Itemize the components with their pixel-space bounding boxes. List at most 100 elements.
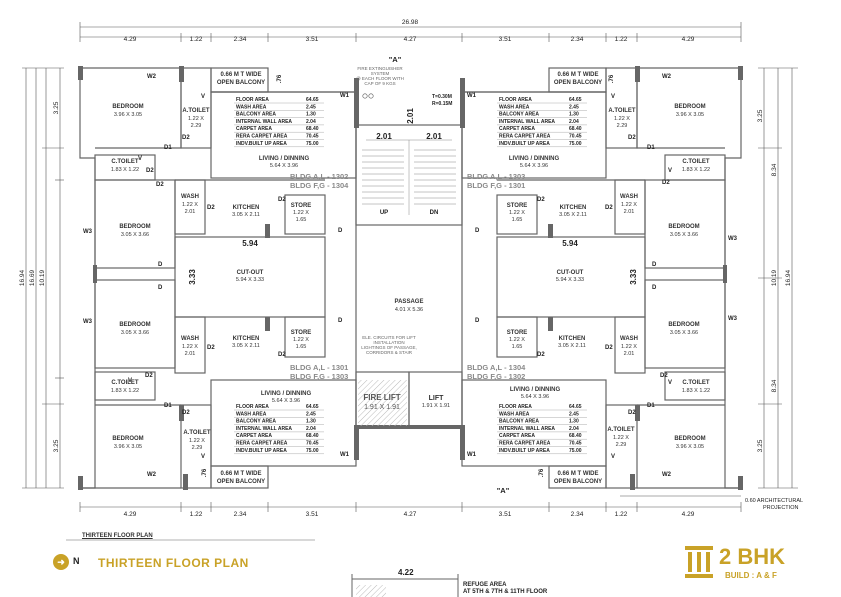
table-row-label: FLOOR AREA <box>236 97 269 103</box>
svg-text:D: D <box>338 228 343 234</box>
lift-dim: 1.91 X 1.91 <box>422 403 450 409</box>
svg-text:D2: D2 <box>145 373 153 379</box>
svg-text:D: D <box>475 228 480 234</box>
svg-text:1.22 X: 1.22 X <box>613 435 629 441</box>
table-row-value: 2.45 <box>306 104 316 110</box>
dim-top-4: 3.51 <box>306 36 319 43</box>
table-row-label: INDV.BUILT UP AREA <box>499 448 550 454</box>
svg-text:WASH: WASH <box>181 194 199 200</box>
svg-text:W1: W1 <box>467 452 477 458</box>
svg-text:CAP OF 9 KGS: CAP OF 9 KGS <box>364 81 395 86</box>
dim-right-top: 3.25 <box>757 109 764 122</box>
stair-dn: DN <box>430 210 439 216</box>
svg-text:LIVING / DINNING: LIVING / DINNING <box>509 156 560 162</box>
svg-text:D2: D2 <box>182 410 190 416</box>
table-row-label: RERA CARPET AREA <box>499 134 551 140</box>
svg-text:OPEN BALCONY: OPEN BALCONY <box>217 479 265 485</box>
svg-text:BEDROOM: BEDROOM <box>668 322 699 328</box>
svg-text:FIRE EXTINGUISHER: FIRE EXTINGUISHER <box>357 66 403 71</box>
svg-text:W2: W2 <box>662 74 672 80</box>
svg-text:OPEN BALCONY: OPEN BALCONY <box>217 80 265 86</box>
svg-text:D: D <box>158 285 163 291</box>
svg-text:D2: D2 <box>278 197 286 203</box>
svg-text:5.64 X 3.96: 5.64 X 3.96 <box>270 163 298 169</box>
svg-text:W2: W2 <box>147 74 157 80</box>
dim-top-5: 4.27 <box>404 36 417 43</box>
svg-text:D: D <box>652 262 657 268</box>
svg-text:STORE: STORE <box>291 330 312 336</box>
stair-riser: R=0.15M <box>432 101 452 107</box>
svg-text:D2: D2 <box>182 135 190 141</box>
svg-text:PROJECTION: PROJECTION <box>763 505 798 511</box>
stair-up: UP <box>380 210 388 216</box>
svg-text:2.29: 2.29 <box>191 123 202 129</box>
svg-text:C.TOILET: C.TOILET <box>111 380 139 386</box>
svg-text:1.83 X 1.22: 1.83 X 1.22 <box>682 388 710 394</box>
table-row-label: INDV.BUILT UP AREA <box>236 448 287 454</box>
table-row-label: BALCONY AREA <box>499 419 539 425</box>
electrical-note: ELE. CIRCUITS FOR LIFT INSTALLATION LIGH… <box>361 335 416 355</box>
table-row-value: 64.65 <box>569 404 582 410</box>
svg-text:BEDROOM: BEDROOM <box>668 224 699 230</box>
fire-lift-label: FIRE LIFT <box>363 393 400 402</box>
svg-text:BEDROOM: BEDROOM <box>119 224 150 230</box>
passage-dim: 4.01 X 5.36 <box>395 307 423 313</box>
dim-top-2: 1.22 <box>190 36 203 43</box>
svg-text:BLDG A,L - 1301: BLDG A,L - 1301 <box>290 363 348 372</box>
svg-text:KITCHEN: KITCHEN <box>233 336 260 342</box>
table-row-value: 68.40 <box>569 433 582 439</box>
table-row-label: RERA CARPET AREA <box>236 441 288 447</box>
table-row-value: 68.40 <box>306 126 319 132</box>
svg-text:D2: D2 <box>628 135 636 141</box>
svg-text:3.96 X 3.05: 3.96 X 3.05 <box>114 112 142 118</box>
svg-text:2.01: 2.01 <box>185 351 196 357</box>
top-dimensions <box>79 22 742 42</box>
svg-text:3.05 X 3.66: 3.05 X 3.66 <box>121 232 149 238</box>
table-row-value: 2.04 <box>306 426 316 432</box>
svg-text:D: D <box>652 285 657 291</box>
svg-text:V: V <box>201 454 205 460</box>
svg-text:STORE: STORE <box>507 330 528 336</box>
unit-bottom-left: BEDROOM 3.05 X 3.66 WASH 1.22 X 2.01 KIT… <box>111 322 348 485</box>
svg-text:.76: .76 <box>609 74 615 83</box>
svg-text:2.29: 2.29 <box>616 442 627 448</box>
dim-bottom-3: 2.34 <box>234 511 247 518</box>
table-row-value: 1.30 <box>569 419 579 425</box>
svg-text:C.TOILET: C.TOILET <box>682 380 710 386</box>
svg-text:1.65: 1.65 <box>296 344 307 350</box>
table-row-label: INDV.BUILT UP AREA <box>499 141 550 147</box>
svg-text:BLDG F,G - 1303: BLDG F,G - 1303 <box>290 372 348 381</box>
table-row-label: RERA CARPET AREA <box>236 134 288 140</box>
table-row-value: 70.45 <box>306 134 319 140</box>
stair-w2: 2.01 <box>426 132 442 141</box>
svg-text:0.66 M T WIDE: 0.66 M T WIDE <box>220 72 261 78</box>
dim-left-mid: 16.69 <box>29 269 36 286</box>
unit-bottom-right: BEDROOM 3.05 X 3.66 WASH 1.22 X 2.01 KIT… <box>467 322 710 485</box>
svg-text:A.TOILET: A.TOILET <box>183 430 211 436</box>
svg-text:D2: D2 <box>660 373 668 379</box>
svg-text:BEDROOM: BEDROOM <box>674 104 705 110</box>
fire-lift-hatch <box>358 380 407 426</box>
svg-text:W1: W1 <box>467 93 477 99</box>
svg-text:D2: D2 <box>146 168 154 174</box>
table-row-value: 2.45 <box>569 104 579 110</box>
dim-bottom-2: 1.22 <box>190 511 203 518</box>
dim-bottom-1: 4.29 <box>124 511 137 518</box>
svg-text:W3: W3 <box>83 229 93 235</box>
stair-h: 2.01 <box>406 108 415 124</box>
table-row-value: 64.65 <box>306 97 319 103</box>
fire-lift-dim: 1.91 X 1.91 <box>364 404 400 411</box>
side-dimensions <box>22 67 798 489</box>
table-row-label: CARPET AREA <box>499 126 535 132</box>
table-row-value: 2.45 <box>569 411 579 417</box>
build-label: BUILD : A & F <box>725 571 777 580</box>
lift-label: LIFT <box>429 395 444 402</box>
svg-text:.76: .76 <box>277 74 283 83</box>
table-row-value: 70.45 <box>569 441 582 447</box>
svg-text:STORE: STORE <box>507 203 528 209</box>
refuge-line-1: REFUGE AREA <box>463 582 507 588</box>
svg-text:W3: W3 <box>728 316 738 322</box>
svg-text:3.96 X 3.05: 3.96 X 3.05 <box>676 112 704 118</box>
